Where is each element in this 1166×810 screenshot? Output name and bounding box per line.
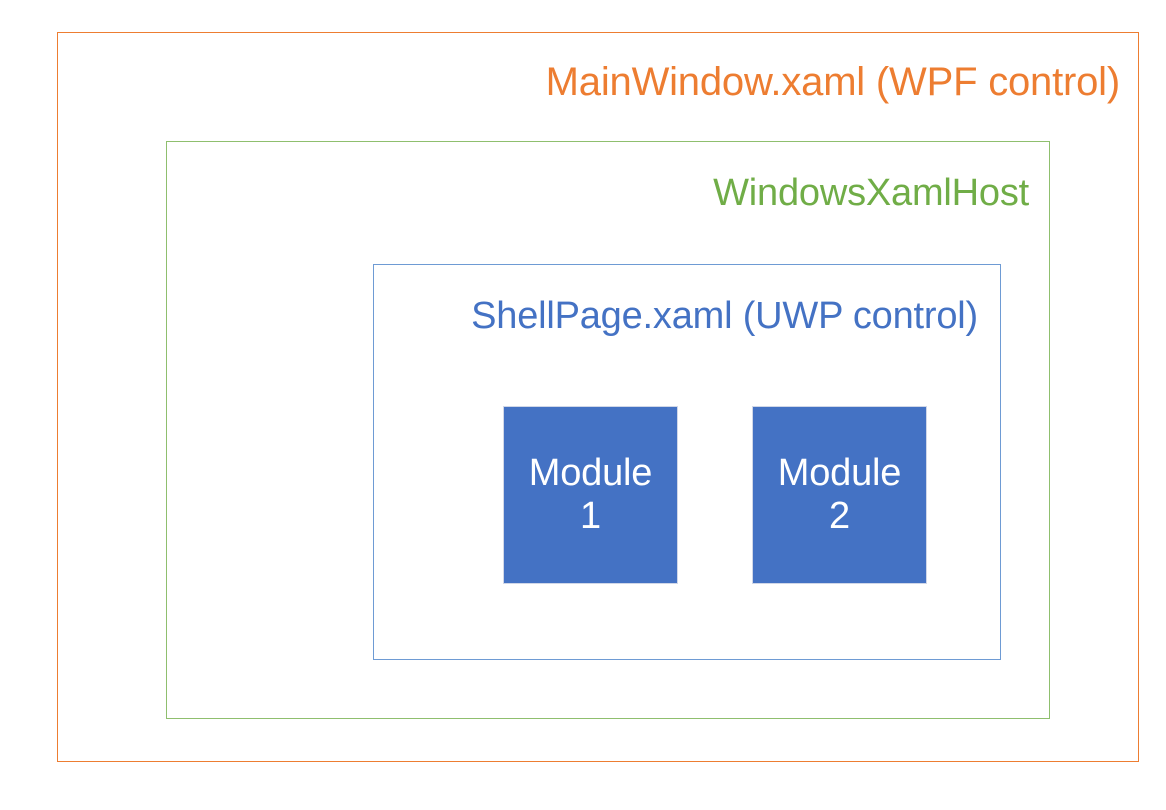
shellpage-uwp-label: ShellPage.xaml (UWP control)	[471, 295, 978, 337]
mainwindow-wpf-container: MainWindow.xaml (WPF control) WindowsXam…	[57, 32, 1139, 762]
module-box-1: Module 1	[503, 406, 678, 584]
windowsxamlhost-label: WindowsXamlHost	[713, 172, 1029, 214]
windowsxamlhost-container: WindowsXamlHost ShellPage.xaml (UWP cont…	[166, 141, 1050, 719]
shellpage-uwp-container: ShellPage.xaml (UWP control) Module 1 Mo…	[373, 264, 1001, 660]
module-box-2: Module 2	[752, 406, 927, 584]
module-box-2-label: Module 2	[777, 452, 902, 537]
mainwindow-wpf-label: MainWindow.xaml (WPF control)	[545, 60, 1121, 104]
module-box-1-label: Module 1	[528, 452, 653, 537]
